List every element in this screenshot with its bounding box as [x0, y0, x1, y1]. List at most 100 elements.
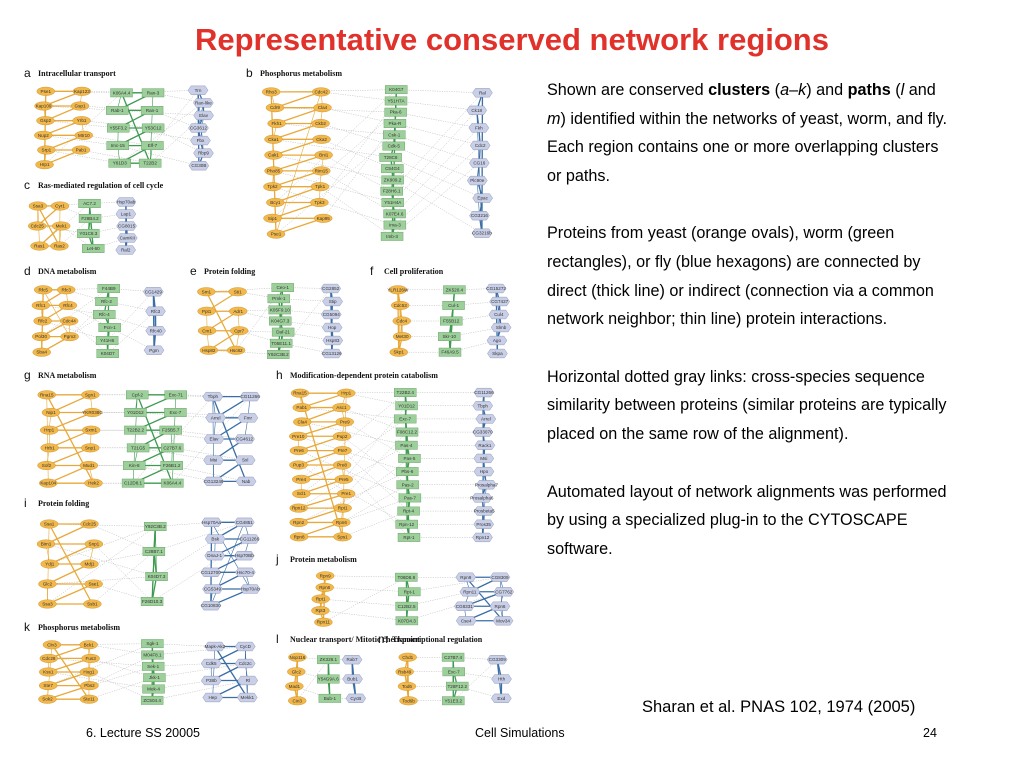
fly-protein-node: Prosbeta5	[474, 506, 495, 516]
worm-protein-node: Sgk-1	[141, 639, 164, 649]
worm-protein-node: Exc-7	[442, 667, 465, 677]
fly-protein-node: Hep	[202, 692, 223, 703]
protein-label: Rho3	[266, 89, 277, 94]
protein-label: Cdr9	[270, 105, 280, 110]
yeast-protein-node: Rim15	[312, 166, 331, 176]
worm-protein-node: Pbs-6	[396, 467, 419, 476]
protein-label: Hsp82	[202, 348, 216, 353]
protein-label: Mtr10	[78, 133, 90, 138]
protein-label: Fkh1	[272, 121, 283, 126]
protein-label: C27B7.4	[444, 655, 462, 660]
protein-label: Mad1	[289, 684, 301, 689]
protein-label: Sti1	[234, 289, 242, 294]
protein-label: Slmb	[496, 325, 507, 330]
protein-label: CG5349	[204, 587, 222, 592]
fly-protein-node: Rpn6	[489, 601, 511, 611]
protein-label: Adr1	[233, 309, 243, 314]
protein-label: Hrp1	[40, 162, 50, 167]
protein-label: Pka-R	[389, 121, 402, 126]
protein-label: Rfc2	[38, 319, 48, 324]
yeast-protein-node: Mtr10	[74, 130, 94, 140]
yeast-protein-node: Hrp1	[39, 425, 59, 435]
worm-protein-node: Y92C3B.2	[144, 522, 167, 531]
protein-label: Ima-3	[389, 223, 401, 228]
yeast-protein-node: Rpt3	[311, 606, 330, 616]
protein-label: Pas-5	[403, 456, 415, 461]
protein-label: Hsc82	[230, 348, 243, 353]
worm-protein-node: Pka-R	[383, 119, 407, 128]
yeast-protein-node: Ras2	[50, 241, 69, 251]
worm-protein-node: Cdk-5	[382, 141, 405, 151]
protein-label: Exc-71	[169, 392, 184, 397]
yeast-protein-node: Skp1	[389, 347, 408, 357]
protein-label: Cpf-2	[132, 392, 144, 397]
worm-protein-node: C27B7.4	[441, 652, 465, 662]
protein-label: Pup2	[337, 434, 348, 439]
fly-protein-node: CamKII	[117, 233, 138, 243]
worm-interaction-edges	[404, 392, 411, 538]
protein-label: Ste11	[83, 697, 95, 702]
worm-protein-node: Csk-1	[383, 130, 406, 140]
yeast-protein-node: Fus3	[81, 653, 100, 663]
protein-label: Hsp70Ab	[241, 587, 260, 592]
protein-label: Pre10	[292, 434, 305, 439]
protein-label: Y53C12	[145, 126, 162, 131]
fly-protein-node: Stip	[322, 296, 343, 307]
fly-protein-node: Skpa	[487, 348, 508, 359]
protein-label: Cdc44	[63, 319, 77, 324]
protein-label: T22B2.2	[127, 428, 145, 433]
protein-label: Cdc25	[31, 224, 45, 229]
protein-label: Jkk-1	[149, 675, 160, 680]
yeast-protein-node: Sof2	[37, 461, 56, 471]
yeast-protein-node: Cln3	[42, 640, 62, 650]
fly-protein-node: Sxl	[234, 455, 256, 465]
protein-label: Mek1	[56, 224, 68, 229]
protein-label: Cdc53	[394, 303, 408, 308]
worm-protein-node: Sek-1	[141, 661, 165, 671]
worm-protein-node: Pas-7	[398, 493, 422, 503]
fly-protein-node: Fmr	[237, 413, 259, 423]
worm-protein-node: Y01D12	[395, 401, 418, 411]
yeast-protein-node: Fkh1	[267, 119, 286, 129]
yeast-protein-node: Cdc44	[59, 316, 79, 326]
yeast-protein-node: Rpn8	[289, 532, 309, 542]
protein-label: Rpn9	[320, 573, 331, 578]
worm-protein-node: Pas-2	[396, 480, 419, 490]
protein-label: Kin-8	[129, 463, 140, 468]
yeast-protein-node: Rpn6	[332, 517, 351, 527]
protein-label: ZK520.4	[446, 287, 464, 292]
protein-label: Skr-10	[442, 334, 456, 339]
worm-protein-node: Y54G9A.6	[317, 674, 340, 684]
protein-label: YKR038C	[82, 410, 103, 415]
worm-protein-node: Jkk-1	[143, 673, 166, 683]
yeast-protein-node: Pre10	[289, 431, 308, 441]
protein-label: Exc-7	[399, 416, 411, 421]
protein-label: Pre1	[341, 491, 351, 496]
yeast-protein-node: Rpn2	[289, 517, 308, 527]
protein-label: Rpn6	[495, 604, 506, 609]
worm-protein-node: Rpt-1	[397, 533, 421, 542]
protein-label: Pho85	[267, 168, 281, 173]
protein-label: Hpo	[480, 469, 489, 474]
yeast-protein-node: Cin3	[288, 696, 307, 706]
fly-protein-node: Hsp83	[322, 335, 344, 346]
yeast-protein-node: Kss1	[39, 667, 58, 677]
protein-label: CG11266	[240, 537, 260, 542]
fly-protein-node: Elav	[203, 434, 225, 444]
fly-protein-node: CG5094	[321, 309, 342, 320]
protein-label: Cka1	[268, 137, 279, 142]
protein-label: CG7762	[495, 589, 513, 594]
yeast-protein-node: Sgn1	[81, 390, 100, 400]
similarity-links	[46, 394, 251, 484]
fly-protein-node: CG16	[469, 158, 490, 168]
fly-protein-node: CG7762	[493, 587, 515, 597]
fly-protein-node: CG10830	[200, 601, 221, 611]
fly-protein-node: Tbph	[472, 401, 493, 411]
yeast-protein-node: Rfc1	[31, 300, 51, 310]
worm-protein-node: Skr-10	[438, 332, 461, 341]
protein-label: CG13249	[204, 479, 224, 484]
worm-protein-node: F08C12.2	[395, 427, 419, 437]
worm-protein-node: ZK328.1	[317, 655, 340, 665]
yeast-protein-node: Hek2	[84, 478, 103, 488]
worm-interaction-edges	[452, 657, 458, 701]
